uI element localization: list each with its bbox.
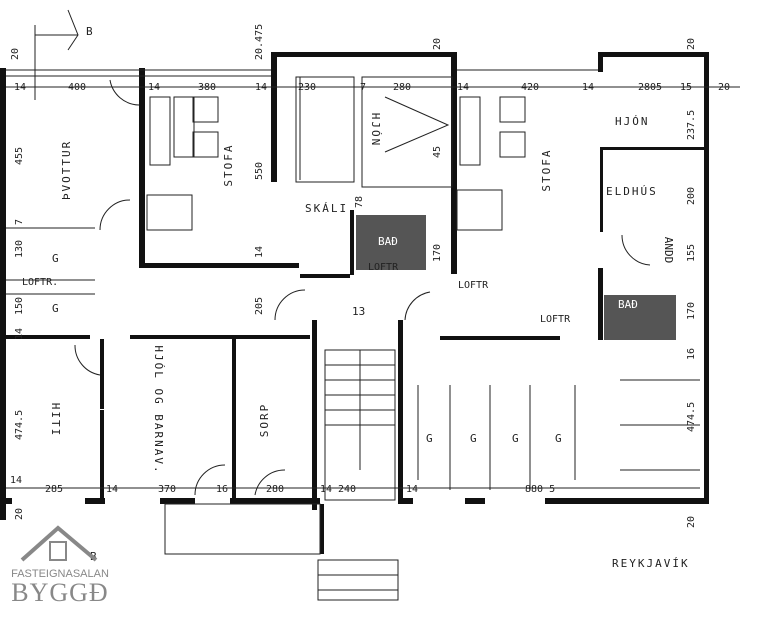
section-marker: B xyxy=(86,25,93,38)
dim: 20 xyxy=(686,516,697,528)
dim: 14 xyxy=(582,82,594,93)
dim: 400 xyxy=(68,82,86,93)
room-stofa-right: STOFA xyxy=(540,148,553,191)
dim: 285 xyxy=(45,484,63,495)
dim: 45 xyxy=(432,146,443,158)
room-thvottur: ÞVOTTUR xyxy=(60,140,73,200)
dim: 14 xyxy=(457,82,469,93)
dim: 170 xyxy=(686,302,697,320)
dim: 550 xyxy=(254,162,265,180)
dim: 7 xyxy=(14,219,25,225)
dim: 14 xyxy=(10,475,22,486)
dim: 14 xyxy=(406,484,418,495)
dim: 20 xyxy=(14,508,25,520)
dim: 474.5 xyxy=(686,402,697,432)
dim: 880 5 xyxy=(525,484,555,495)
dim: 420 xyxy=(521,82,539,93)
dim: 78 xyxy=(354,196,365,208)
dim: 14 xyxy=(148,82,160,93)
room-barna: HJÓL OG BARNAV. xyxy=(152,345,165,474)
place-label: REYKJAVÍK xyxy=(612,557,690,570)
dim: 7 xyxy=(360,82,366,93)
logo-house-icon xyxy=(20,525,98,562)
dim: 155 xyxy=(686,244,697,262)
dim: 380 xyxy=(198,82,216,93)
dim: 474.5 xyxy=(14,410,25,440)
dim: 14 xyxy=(320,484,332,495)
dim: 14 xyxy=(106,484,118,495)
storage-label: G xyxy=(52,302,59,315)
dim: 20.475 xyxy=(254,24,265,60)
walls xyxy=(0,52,709,554)
loftr-label: LOFTR. xyxy=(22,277,58,288)
dim: 237.5 xyxy=(686,110,697,140)
room-andd: ANDD xyxy=(662,237,675,264)
room-hjon-left: HJÓN xyxy=(369,113,382,148)
dim: 20 xyxy=(432,38,443,50)
dim: 150 xyxy=(14,297,25,315)
logo-line1: FASTEIGNASALAN xyxy=(11,568,109,580)
fixtures xyxy=(6,9,700,601)
dim: 170 xyxy=(432,244,443,262)
dim: 14 xyxy=(255,82,267,93)
room-skali: SKÁLI xyxy=(305,202,348,215)
dim: 14 xyxy=(14,328,25,340)
room-sorp: SORP xyxy=(258,403,271,438)
dim: 14 xyxy=(254,246,265,258)
room-labels: ÞVOTTUR STOFA SKÁLI HJÓN BAÐ STOFA HJÓN … xyxy=(22,25,690,570)
loftr-label: LOFTR xyxy=(540,314,571,325)
storage-label: G xyxy=(52,252,59,265)
dim: 455 xyxy=(14,147,25,165)
loftr-label: LOFTR xyxy=(458,280,489,291)
dim: 15 xyxy=(680,82,692,93)
room-bad-left: BAÐ xyxy=(378,235,398,248)
stair-number: 13 xyxy=(352,305,365,318)
dim: 16 xyxy=(686,348,697,360)
room-eldhus: ELDHÚS xyxy=(606,185,658,198)
dim: 2805 xyxy=(638,82,662,93)
dim: 20 xyxy=(686,38,697,50)
room-stofa-left: STOFA xyxy=(222,143,235,186)
storage-label: G xyxy=(426,432,433,445)
dim: 280 xyxy=(393,82,411,93)
storage-label: G xyxy=(555,432,562,445)
logo: FASTEIGNASALAN BYGGÐ xyxy=(8,530,112,606)
dim: 205 xyxy=(254,297,265,315)
dim: 370 xyxy=(158,484,176,495)
dim: 20 xyxy=(10,48,21,60)
dim: 14 xyxy=(14,82,26,93)
storage-label: G xyxy=(470,432,477,445)
dim: 20 xyxy=(718,82,730,93)
room-bad-right: BAÐ xyxy=(618,298,638,311)
dim: 130 xyxy=(14,240,25,258)
dim: 230 xyxy=(298,82,316,93)
dim: 16 xyxy=(216,484,228,495)
dim: 240 xyxy=(338,484,356,495)
room-hiti: HITI xyxy=(49,403,62,438)
dim: 200 xyxy=(686,187,697,205)
room-hjon-right: HJÓN xyxy=(615,115,650,128)
dim: 280 xyxy=(266,484,284,495)
loftr-label: LOFTR xyxy=(368,262,399,273)
logo-line2: BYGGÐ xyxy=(11,578,109,607)
dimensions: 14 400 14 380 14 230 7 280 14 420 14 280… xyxy=(6,24,740,528)
storage-label: G xyxy=(512,432,519,445)
